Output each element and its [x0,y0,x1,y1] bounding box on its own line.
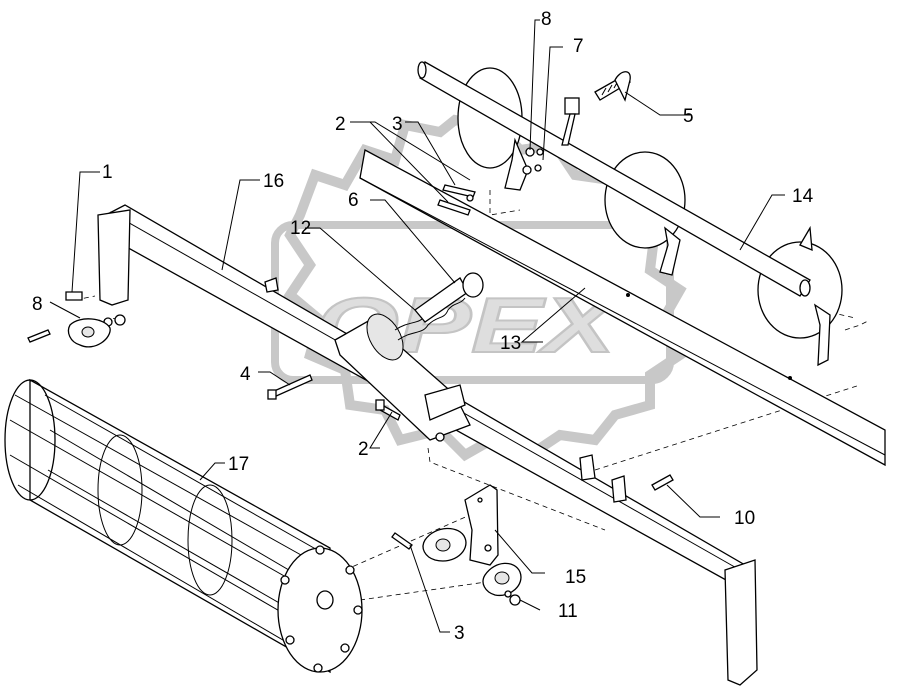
callout-2-bottom: 2 [358,439,369,460]
top-hardware [437,164,542,216]
callout-11: 11 [558,601,578,622]
part-12-spring-assembly [334,272,484,441]
callout-6: 6 [348,190,359,211]
callout-3-bottom: 3 [454,623,465,644]
callout-10: 10 [734,508,755,529]
callout-14: 14 [792,186,814,207]
callout-8-top: 8 [541,9,552,30]
leader-lines [49,19,785,633]
part-17-cage-roller [4,378,363,674]
bearing-flange-right [482,562,522,606]
callout-16: 16 [263,171,284,192]
left-hardware [27,291,126,348]
callout-17: 17 [228,454,249,475]
part-14-rear-bar [417,61,843,367]
callout-labels: 1 2 3 4 5 6 7 8 8 10 2 11 12 13 14 15 16… [32,9,814,644]
callout-15: 15 [565,567,586,588]
callout-1: 1 [102,162,113,183]
callout-5: 5 [683,106,694,127]
bearing-flange-left [422,527,467,562]
part-7-bracket [561,97,580,146]
callout-3-top: 3 [392,114,403,135]
part-13-square-tube [359,149,886,467]
callout-12: 12 [290,218,311,239]
callout-7: 7 [573,36,584,57]
callout-8-left: 8 [32,294,43,315]
part-3-bottom-bolt [391,532,413,550]
part-4-bolt [267,374,313,400]
part-2-bottom-bolt [375,399,445,442]
callout-13: 13 [500,333,521,354]
callout-2-top: 2 [335,114,346,135]
part-10-pin [651,474,674,491]
part-5-spring-pin [594,71,631,102]
callout-4: 4 [240,364,251,385]
part-15-bracket [464,484,499,566]
